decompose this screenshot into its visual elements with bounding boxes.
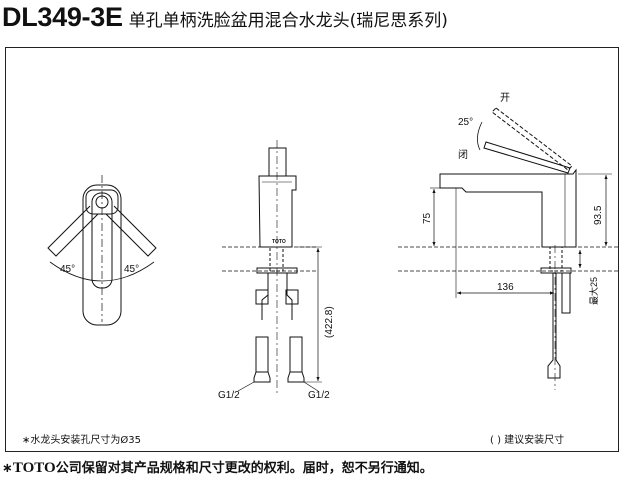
front-nut-left xyxy=(255,289,269,305)
drawing-frame xyxy=(5,47,619,452)
top-view-lever-knob xyxy=(85,189,119,215)
top-view-body xyxy=(82,184,122,326)
label-closed: 闭 xyxy=(458,148,468,161)
dim-total-height-label: 93.5 xyxy=(593,205,604,225)
thread-leader-left xyxy=(237,381,255,392)
front-fitting-right xyxy=(287,371,305,383)
side-angle-arc xyxy=(477,121,483,151)
label-open: 开 xyxy=(500,93,510,104)
side-lever-closed xyxy=(483,141,571,174)
angle-arc xyxy=(49,261,155,282)
dim-spout-height-label: 75 xyxy=(422,212,433,224)
footer-text: 公司保留对其产品规格和尺寸更改的权利。届时，恕不另行通知。 xyxy=(55,461,433,476)
front-dim-height-label: (422.8) xyxy=(324,306,335,338)
footer-prefix: ∗ xyxy=(2,461,13,476)
dim-max-deck-label: 最大25 xyxy=(588,277,599,305)
side-angle-label: 25° xyxy=(458,117,473,128)
product-name: 单孔单柄洗脸盆用混合水龙头(瑞尼思系列) xyxy=(128,11,448,31)
dim-reach-label: 136 xyxy=(497,282,514,293)
thread-leader-right xyxy=(303,381,319,392)
lever-position-left xyxy=(47,205,99,257)
front-lever-cap xyxy=(268,147,287,177)
angle-left-label: 45° xyxy=(60,264,75,275)
model-number: DL349-3E xyxy=(2,2,123,32)
front-hose-left-top xyxy=(261,273,269,320)
side-hose xyxy=(547,273,561,379)
front-fitting-left xyxy=(253,371,271,383)
thread-left-label: G1/2 xyxy=(218,390,240,401)
front-shank xyxy=(269,246,284,272)
recommended-size-note: ( ) 建议安装尺寸 xyxy=(490,435,565,446)
footer-disclaimer: ∗TOTO公司保留对其产品规格和尺寸更改的权利。届时，恕不另行通知。 xyxy=(2,457,433,477)
top-view-pivot xyxy=(95,195,109,209)
lever-position-right xyxy=(105,205,157,257)
angle-right-label: 45° xyxy=(124,264,139,275)
side-lever-open xyxy=(491,107,573,171)
front-hose-right-top xyxy=(286,273,293,320)
hole-size-note: ∗水龙头安装孔尺寸为Ø35 xyxy=(22,435,141,446)
front-logo: TOTO xyxy=(272,239,286,245)
thread-right-label: G1/2 xyxy=(308,390,330,401)
side-view xyxy=(398,107,618,390)
front-hose-left xyxy=(255,336,269,373)
side-shank xyxy=(549,246,563,272)
footer-brand: TOTO xyxy=(12,460,56,476)
side-body xyxy=(439,168,577,248)
front-nut-right xyxy=(285,289,299,305)
top-view xyxy=(47,175,157,326)
front-body xyxy=(258,175,297,248)
front-hose-right xyxy=(289,336,303,373)
front-view xyxy=(222,140,322,395)
side-mount-rod xyxy=(561,272,571,314)
